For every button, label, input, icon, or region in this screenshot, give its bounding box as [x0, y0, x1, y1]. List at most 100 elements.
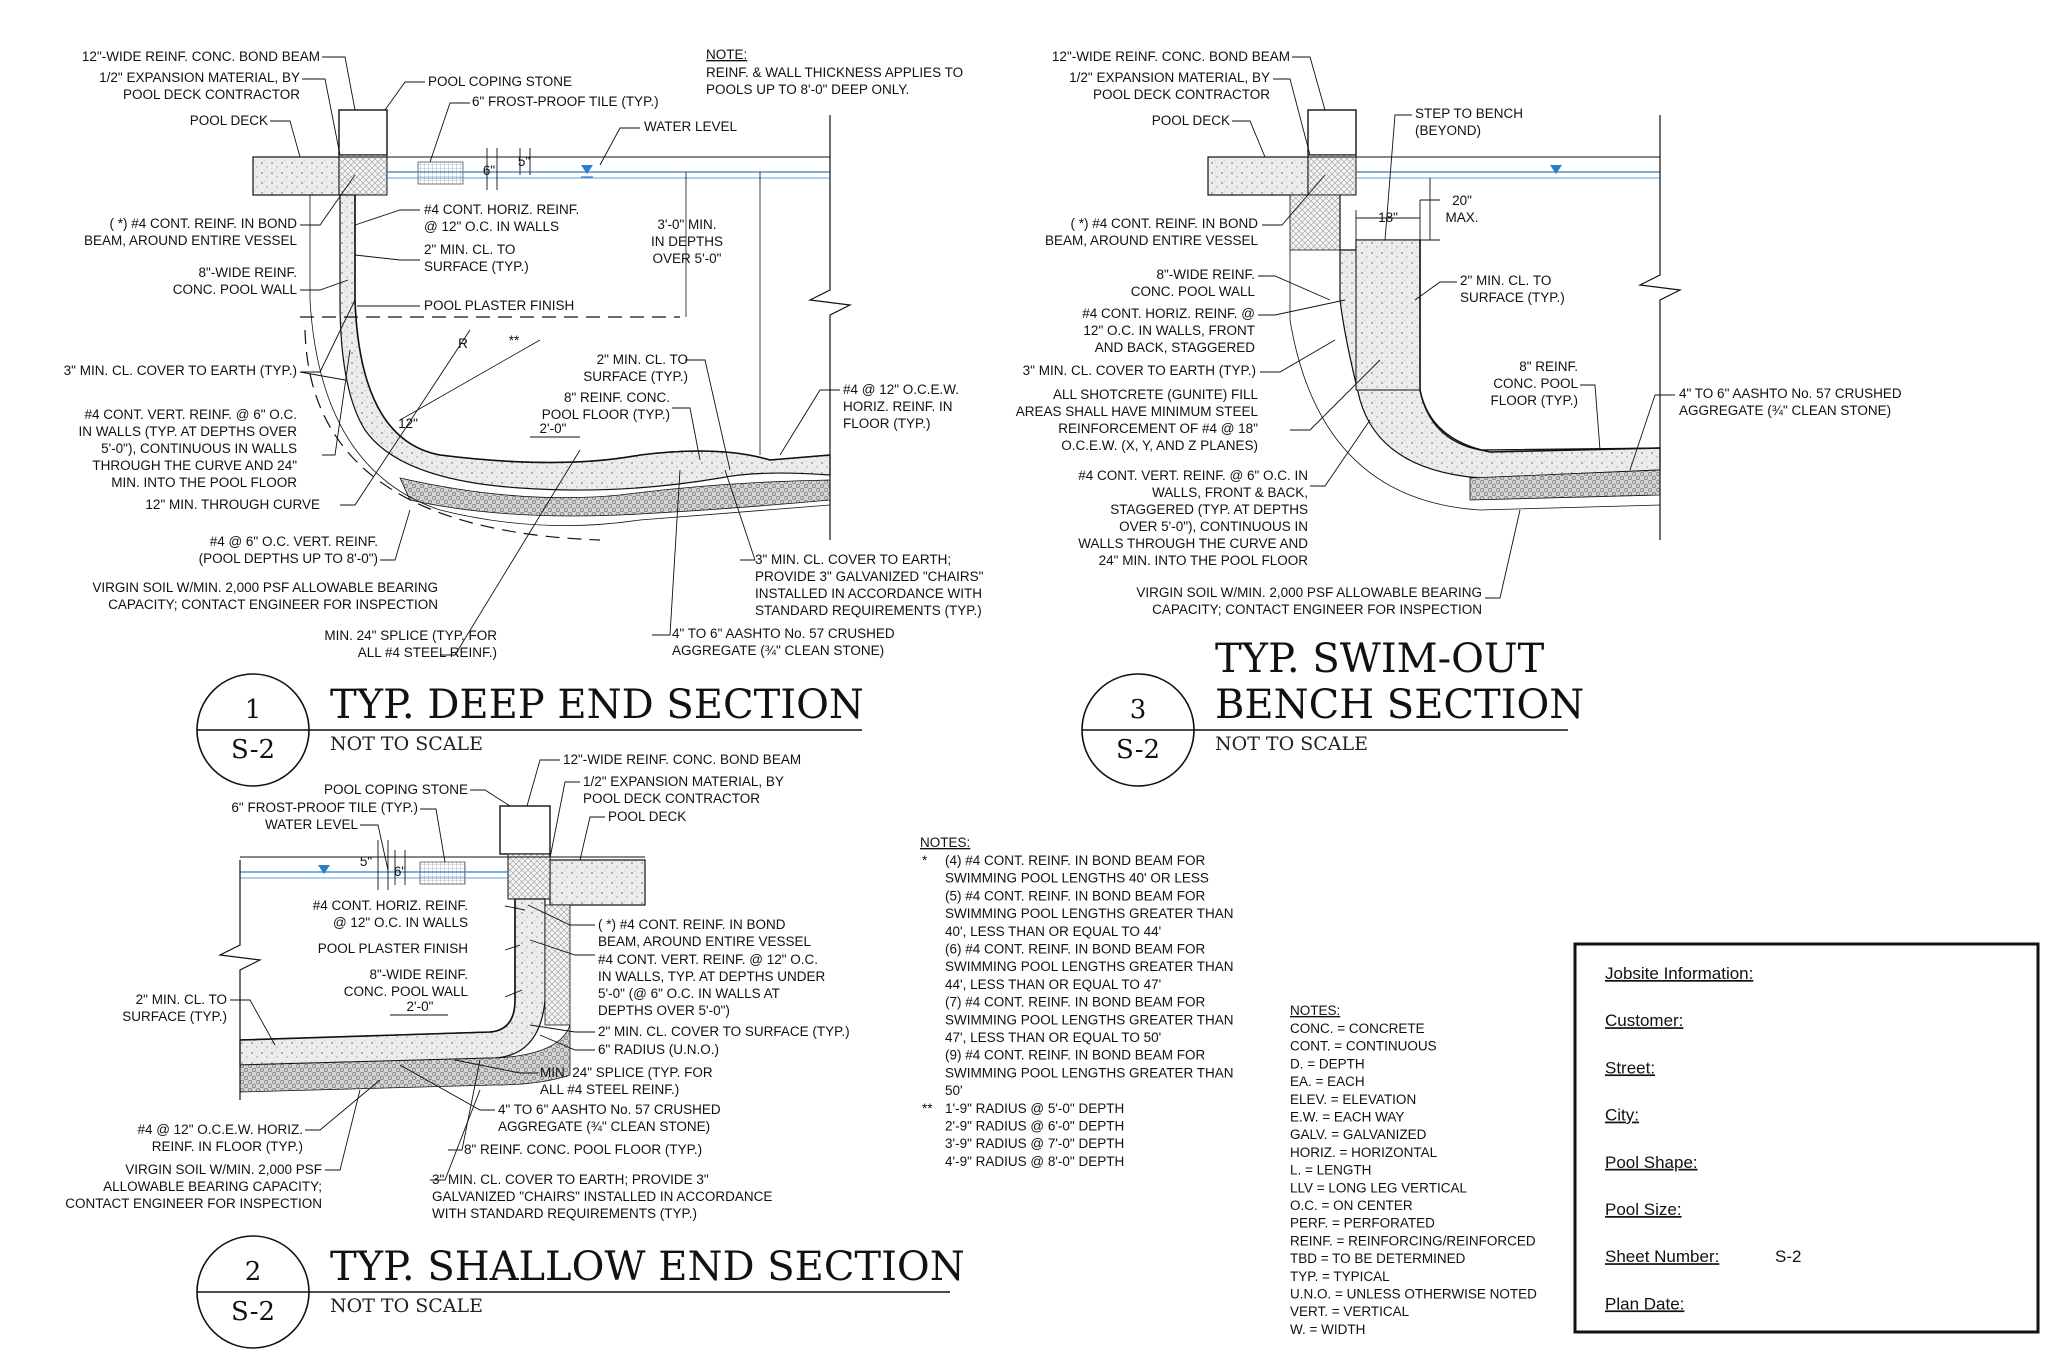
shallow-label-floor: 8" REINF. CONC. POOL FLOOR (TYP.)	[464, 1142, 702, 1157]
deep-label-horiz-1: #4 CONT. HORIZ. REINF.	[424, 202, 579, 217]
bench-dim-20-max: MAX.	[1445, 210, 1478, 225]
shallow-label-vert-3: 5'-0" (@ 6" O.C. IN WALLS AT	[598, 986, 780, 1001]
bench-label-aggregate-1: 4" TO 6" AASHTO No. 57 CRUSHED	[1679, 386, 1902, 401]
shallow-label-splice-1: MIN. 24" SPLICE (TYP. FOR	[540, 1065, 713, 1080]
abbrev-note-line: L. = LENGTH	[1290, 1163, 1371, 1178]
bench-title-line-2: BENCH SECTION	[1215, 682, 1584, 728]
deep-label-floor-horiz-1: #4 @ 12" O.C.E.W.	[843, 382, 959, 397]
abbrev-note-line: HORIZ. = HORIZONTAL	[1290, 1145, 1438, 1160]
bench-label-vert-3: STAGGERED (TYP. AT DEPTHS	[1110, 502, 1308, 517]
bench-dim-20: 20"	[1452, 193, 1472, 208]
deep-label-chairs-4: STANDARD REQUIREMENTS (TYP.)	[755, 603, 982, 618]
bench-label-floor-1: 8" REINF.	[1519, 359, 1578, 374]
jobsite-field-label: Customer:	[1605, 1011, 1683, 1030]
deep-label-cover-earth: 3" MIN. CL. COVER TO EARTH (TYP.)	[64, 363, 297, 378]
deep-label-horiz-2: @ 12" O.C. IN WALLS	[424, 219, 559, 234]
abbrev-note-line: PERF. = PERFORATED	[1290, 1216, 1435, 1231]
deep-label-expansion-2: POOL DECK CONTRACTOR	[123, 87, 300, 102]
abbrev-note-line: VERT. = VERTICAL	[1290, 1304, 1410, 1319]
shallow-label-bond-reinf-2: BEAM, AROUND ENTIRE VESSEL	[598, 934, 812, 949]
reinf-note-line: SWIMMING POOL LENGTHS 40' OR LESS	[945, 871, 1209, 886]
deep-dim-ticks	[486, 148, 580, 438]
deep-label-bond-beam: 12"-WIDE REINF. CONC. BOND BEAM	[82, 49, 320, 64]
abbrev-note-line: TYP. = TYPICAL	[1290, 1269, 1390, 1284]
deep-dim-12: 12"	[398, 416, 418, 431]
reinf-note-line: 50'	[945, 1083, 963, 1098]
deep-leaders	[270, 56, 840, 656]
shallow-label-radius: 6" RADIUS (U.N.O.)	[598, 1042, 719, 1057]
bench-label-floor-2: CONC. POOL	[1493, 376, 1578, 391]
jobsite-field-label: Pool Shape:	[1605, 1153, 1698, 1172]
deep-scale: NOT TO SCALE	[330, 733, 483, 755]
bench-scale: NOT TO SCALE	[1215, 733, 1368, 755]
abbrev-note-line: GALV. = GALVANIZED	[1290, 1127, 1427, 1142]
abbrev-note-line: O.C. = ON CENTER	[1290, 1198, 1413, 1213]
jobsite-field-label: City:	[1605, 1106, 1639, 1125]
shallow-bond-beam	[507, 853, 551, 900]
deep-label-curve-min: 12" MIN. THROUGH CURVE	[145, 497, 320, 512]
abbrev-note-line: D. = DEPTH	[1290, 1056, 1365, 1071]
jobsite-field-label: Street:	[1605, 1058, 1655, 1077]
deep-label-soil-1: VIRGIN SOIL W/MIN. 2,000 PSF ALLOWABLE B…	[92, 580, 438, 595]
shallow-label-pool-deck: POOL DECK	[608, 809, 686, 824]
shallow-dim-6: 6"	[394, 864, 407, 879]
jobsite-field-label: Pool Size:	[1605, 1200, 1682, 1219]
bench-dims	[1355, 178, 1440, 241]
bench-step	[1355, 239, 1421, 391]
abbrev-note-line: TBD = TO BE DETERMINED	[1290, 1251, 1466, 1266]
reinf-note-line: (6) #4 CONT. REINF. IN BOND BEAM FOR	[945, 942, 1206, 957]
bench-section: 12"-WIDE REINF. CONC. BOND BEAM 1/2" EXP…	[1016, 49, 1902, 787]
shallow-label-wall-2: CONC. POOL WALL	[344, 984, 469, 999]
reinf-notes-heading: NOTES:	[920, 835, 970, 850]
deep-label-expansion-1: 1/2" EXPANSION MATERIAL, BY	[99, 70, 300, 85]
shallow-title: TYP. SHALLOW END SECTION	[330, 1244, 965, 1290]
deep-label-floor-2: POOL FLOOR (TYP.)	[542, 407, 670, 422]
deep-label-depth-1: 3'-0" MIN.	[657, 217, 716, 232]
bench-label-step-2: (BEYOND)	[1415, 123, 1481, 138]
deep-label-aggregate-2: AGGREGATE (¾" CLEAN STONE)	[672, 643, 884, 658]
reinf-note-line: SWIMMING POOL LENGTHS GREATER THAN	[945, 1065, 1234, 1080]
shallow-label-bond-beam: 12"-WIDE REINF. CONC. BOND BEAM	[563, 752, 801, 767]
shallow-label-wall-1: 8"-WIDE REINF.	[369, 967, 468, 982]
abbrev-note-line: LLV = LONG LEG VERTICAL	[1290, 1180, 1467, 1195]
shallow-label-bond-reinf-1: ( *) #4 CONT. REINF. IN BOND	[598, 917, 786, 932]
reinf-note-line: 1'-9" RADIUS @ 5'-0" DEPTH	[945, 1101, 1124, 1116]
deep-coping-stone	[338, 109, 388, 156]
deep-label-bond-reinf-1: ( *) #4 CONT. REINF. IN BOND	[109, 216, 297, 231]
deep-label-vert-2: IN WALLS (TYP. AT DEPTHS OVER	[78, 424, 297, 439]
jobsite-field-value[interactable]: S-2	[1775, 1247, 1801, 1266]
shallow-detail-number: 2	[245, 1257, 262, 1287]
deep-label-floor-horiz-2: HORIZ. REINF. IN	[843, 399, 953, 414]
shallow-tile	[419, 861, 466, 885]
bench-pool-deck	[1207, 156, 1309, 196]
shallow-label-splice-2: ALL #4 STEEL REINF.)	[540, 1082, 679, 1097]
deep-label-plaster: POOL PLASTER FINISH	[424, 298, 574, 313]
bench-label-bond-beam: 12"-WIDE REINF. CONC. BOND BEAM	[1052, 49, 1290, 64]
bench-bond-beam	[1307, 154, 1357, 196]
deep-label-floor-mincl-2: SURFACE (TYP.)	[583, 369, 688, 384]
shallow-label-expansion-1: 1/2" EXPANSION MATERIAL, BY	[583, 774, 784, 789]
bench-label-shotcrete-4: O.C.E.W. (X, Y, AND Z PLANES)	[1061, 438, 1258, 453]
abbrev-note-line: E.W. = EACH WAY	[1290, 1110, 1404, 1125]
deep-detail-number: 1	[245, 695, 262, 725]
bench-label-expansion-2: POOL DECK CONTRACTOR	[1093, 87, 1270, 102]
bench-label-cover-earth: 3" MIN. CL. COVER TO EARTH (TYP.)	[1023, 363, 1256, 378]
shallow-label-aggregate-1: 4" TO 6" AASHTO No. 57 CRUSHED	[498, 1102, 721, 1117]
shallow-coping-stone	[499, 805, 551, 855]
deep-radius-line	[399, 339, 541, 421]
deep-note-line-1: REINF. & WALL THICKNESS APPLIES TO	[706, 65, 963, 80]
jobsite-frame	[1573, 942, 2040, 1334]
bench-label-floor-3: FLOOR (TYP.)	[1490, 393, 1578, 408]
reinf-note-line: (7) #4 CONT. REINF. IN BOND BEAM FOR	[945, 995, 1206, 1010]
bench-label-shotcrete-3: REINFORCEMENT OF #4 @ 18"	[1058, 421, 1258, 436]
jobsite-field-label: Sheet Number:	[1605, 1247, 1719, 1266]
deep-bond-beam	[338, 154, 388, 196]
bench-label-vert-4: OVER 5'-0"), CONTINUOUS IN	[1119, 519, 1308, 534]
shallow-water-level-icon	[318, 865, 330, 874]
bench-title-line-1: TYP. SWIM-OUT	[1215, 636, 1545, 682]
bench-label-bond-reinf-2: BEAM, AROUND ENTIRE VESSEL	[1045, 233, 1259, 248]
deep-label-chairs-2: PROVIDE 3" GALVANIZED "CHAIRS"	[755, 569, 984, 584]
reinforcement-notes: NOTES: *(4) #4 CONT. REINF. IN BOND BEAM…	[920, 835, 1234, 1169]
